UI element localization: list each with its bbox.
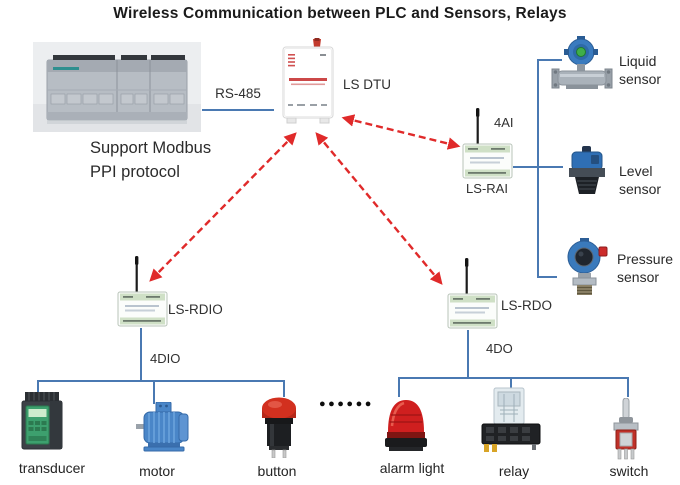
rai-label: LS-RAI: [466, 181, 508, 196]
switch-label: switch: [609, 463, 649, 479]
motor-label: motor: [139, 463, 175, 479]
relay-image: [474, 386, 548, 456]
more-devices-ellipsis: ●●●●●●: [319, 398, 374, 410]
rdo-bus-label: 4DO: [486, 341, 513, 356]
rai-antenna: [476, 108, 480, 117]
plc-note: Support Modbus PPI protocol: [90, 139, 212, 181]
level-sensor-image: [564, 146, 610, 198]
sensor-bus-wire: [513, 59, 563, 278]
liquid-sensor-label: Liquid sensor: [619, 53, 662, 87]
rai-bus-label: 4AI: [494, 115, 514, 130]
button-image: [259, 396, 299, 458]
plc-image: [33, 42, 201, 132]
rdo-bus-wire: [398, 330, 629, 397]
wireless-link-dtu-rdio: [149, 132, 297, 282]
transducer-image: [20, 392, 64, 452]
relay-label: relay: [498, 463, 530, 479]
page-title: Wireless Communication between PLC and S…: [113, 5, 567, 22]
alarm-light-image: [382, 396, 430, 458]
liquid-sensor-image: [550, 36, 614, 96]
rdio-label: LS-RDIO: [168, 302, 223, 317]
pressure-sensor-image: [560, 238, 610, 296]
wireless-link-dtu-rai: [341, 114, 461, 150]
wireless-link-dtu-rdo: [315, 132, 443, 285]
rdio-bus-wire: [37, 328, 285, 404]
motor-image: [134, 402, 192, 452]
switch-image: [608, 398, 644, 460]
pressure-sensor-label: Pressure sensor: [617, 251, 674, 285]
alarm-light-label: alarm light: [379, 460, 445, 476]
rdo-label: LS-RDO: [501, 298, 553, 313]
rdo-device: [446, 258, 498, 330]
rs485-label: RS-485: [215, 86, 261, 101]
dtu-label: LS DTU: [343, 77, 392, 92]
rdo-antenna: [465, 258, 469, 267]
level-sensor-label: Level sensor: [619, 163, 662, 197]
rdio-bus-label: 4DIO: [150, 351, 181, 366]
transducer-label: transducer: [18, 460, 86, 476]
rdio-antenna: [135, 256, 139, 265]
dtu-device: [280, 38, 336, 128]
rai-device: [461, 108, 513, 180]
rdio-device: [116, 256, 168, 328]
button-label: button: [257, 463, 297, 479]
